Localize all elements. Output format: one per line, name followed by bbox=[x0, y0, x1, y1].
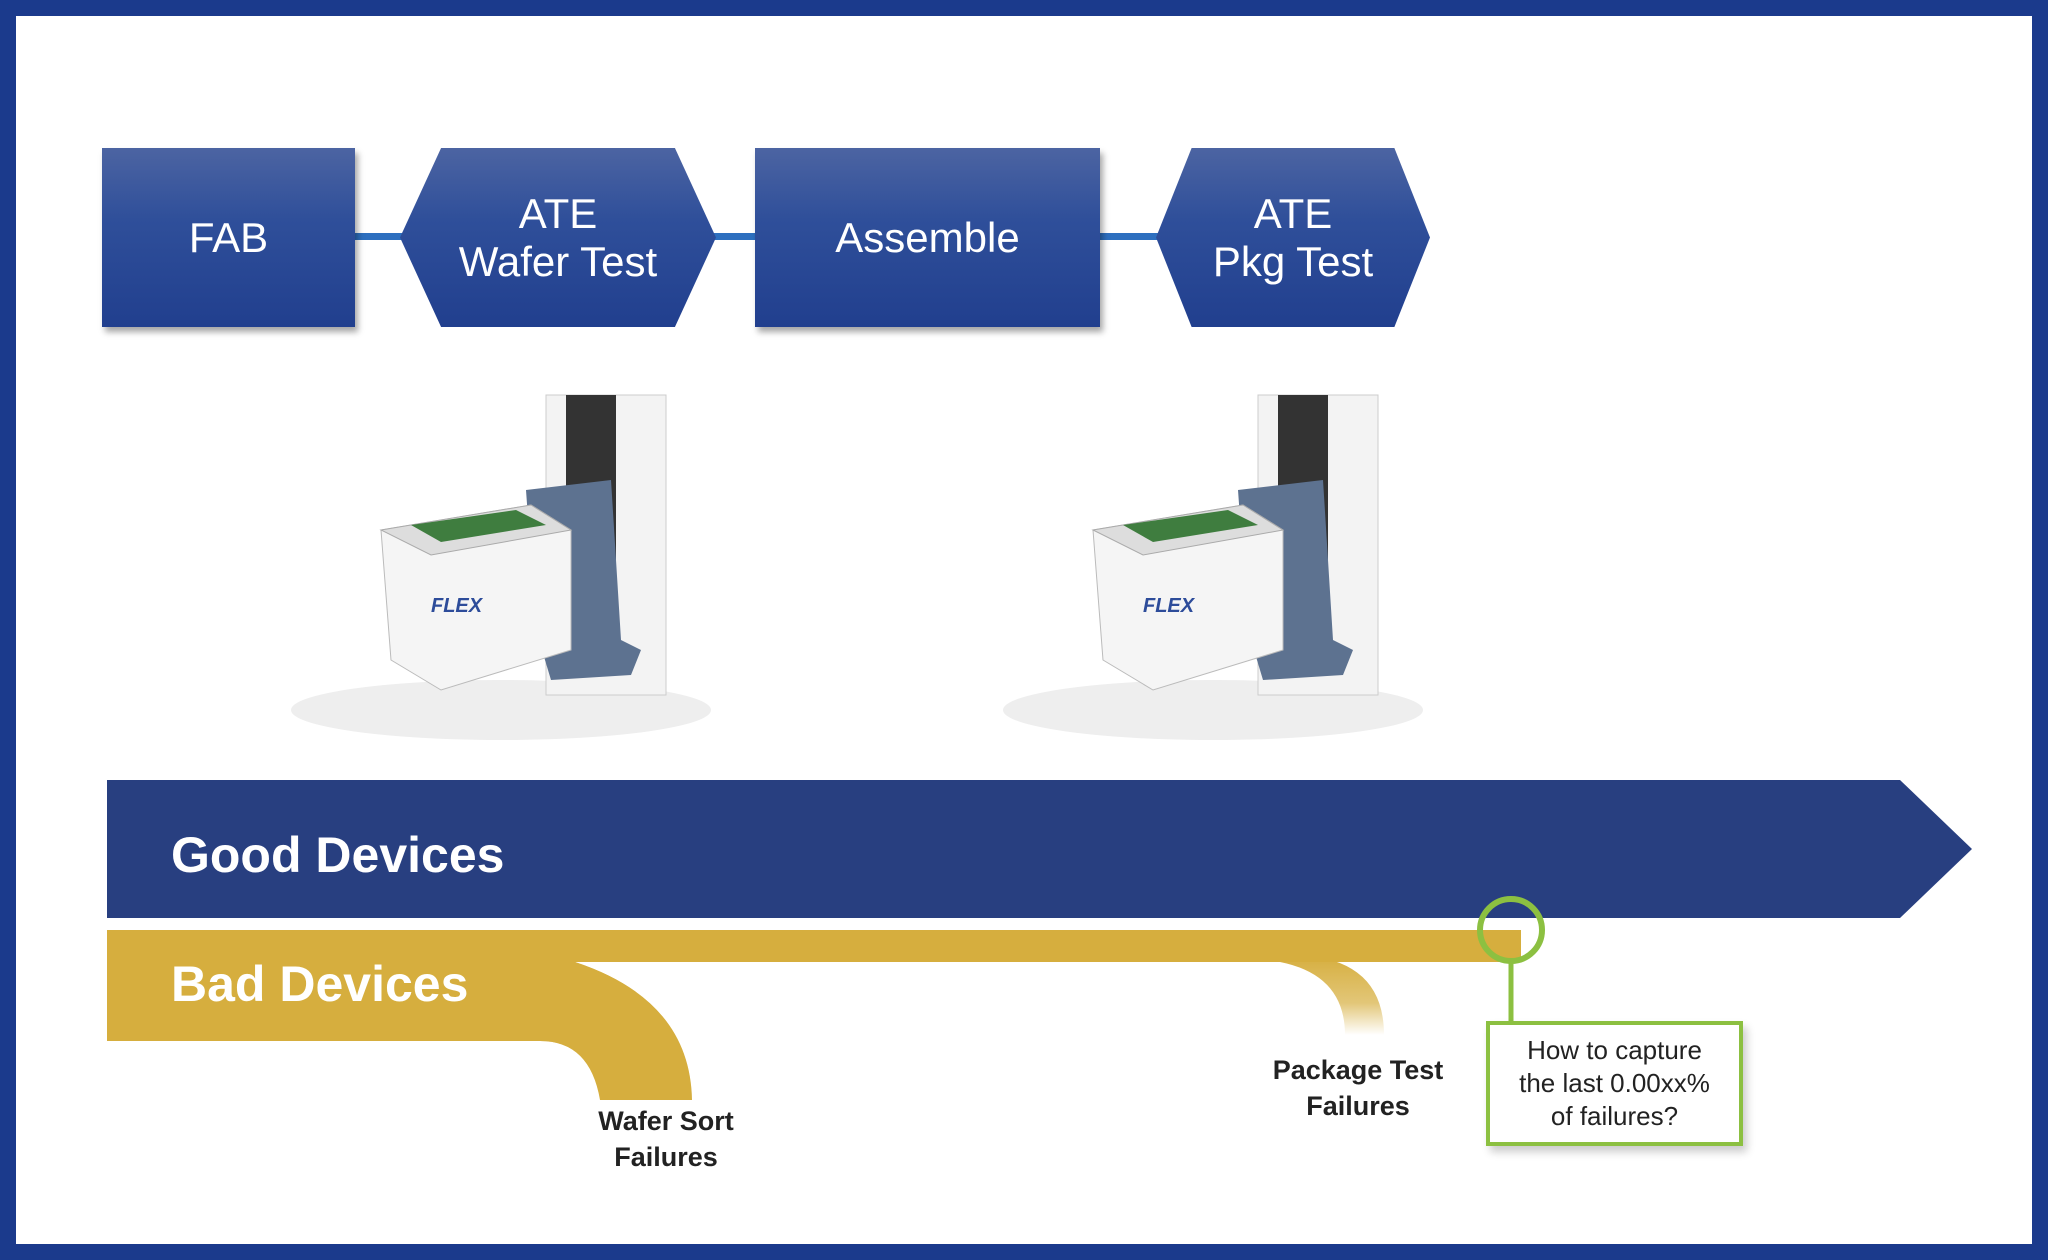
label-line: Failures bbox=[1306, 1091, 1410, 1121]
good-devices-label: Good Devices bbox=[171, 827, 505, 883]
connector bbox=[710, 233, 760, 240]
step-label: ATE bbox=[518, 189, 598, 237]
step-label: ATE bbox=[1253, 189, 1333, 237]
machine-brand: FLEX bbox=[431, 595, 484, 617]
wafer-failure-branch bbox=[107, 930, 692, 1100]
step-fab: FAB bbox=[102, 148, 355, 327]
callout-line-text: the last 0.00xx% bbox=[1519, 1068, 1710, 1098]
label-line: Wafer Sort bbox=[598, 1106, 734, 1136]
machine-brand: FLEX bbox=[1143, 595, 1196, 617]
connector bbox=[1095, 233, 1165, 240]
ate-machine-image bbox=[290, 394, 712, 741]
ate-machine-image bbox=[1002, 394, 1424, 741]
label-line: Failures bbox=[614, 1142, 718, 1172]
bad-devices-label: Bad Devices bbox=[171, 956, 469, 1012]
connector bbox=[350, 233, 410, 240]
callout-line-text: How to capture bbox=[1527, 1035, 1702, 1065]
step-label: FAB bbox=[188, 213, 269, 261]
step-label: Assemble bbox=[835, 213, 1020, 261]
good-devices-arrow bbox=[107, 780, 1972, 918]
callout-line-text: of failures? bbox=[1550, 1101, 1679, 1131]
step-assemble: Assemble bbox=[755, 148, 1100, 327]
step-label: Pkg Test bbox=[1212, 237, 1374, 285]
package-failure-branch bbox=[1280, 955, 1384, 1035]
label-line: Package Test bbox=[1272, 1055, 1444, 1085]
step-label: Wafer Test bbox=[458, 237, 658, 285]
